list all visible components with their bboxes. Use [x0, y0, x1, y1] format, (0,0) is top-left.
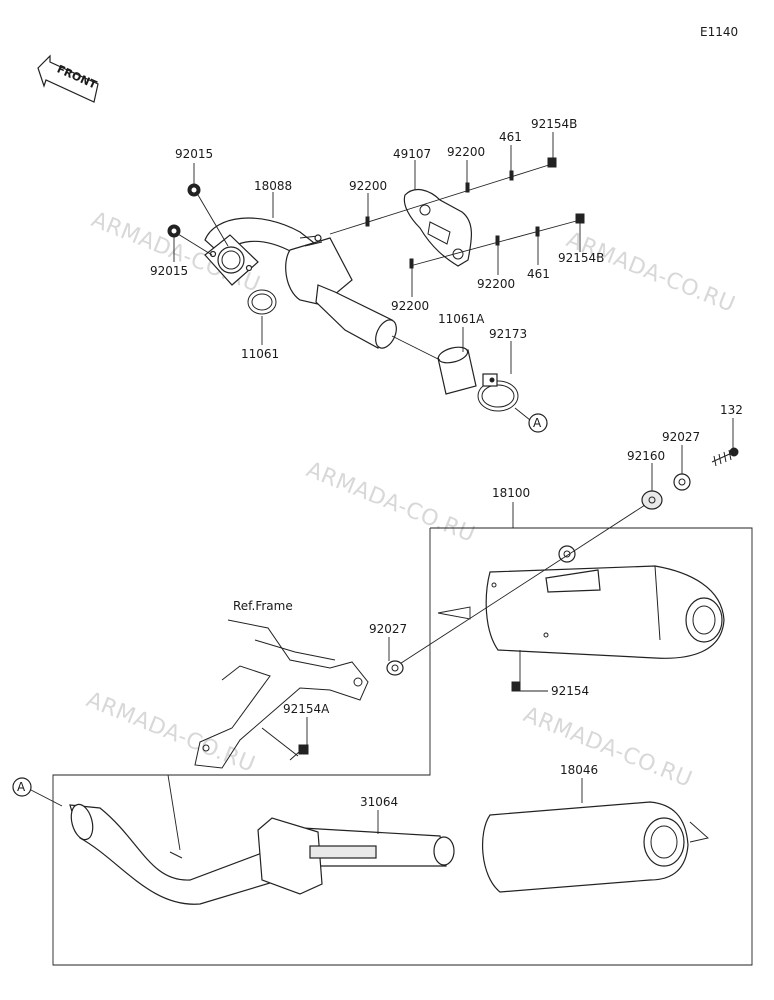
silencer-arrow — [689, 821, 709, 843]
label-461-b: 461 — [527, 267, 550, 281]
header-pipe-18088 — [204, 217, 397, 349]
diagram-code: E1140 — [700, 25, 738, 39]
bolt-132 — [711, 447, 739, 467]
label-461-a: 461 — [499, 130, 522, 144]
label-92015-bottom: 92015 — [150, 264, 188, 278]
watermarks: ARMADA-CO.RU ARMADA-CO.RU ARMADA-CO.RU A… — [83, 207, 739, 792]
label-92027-b: 92027 — [369, 622, 407, 636]
leader-lines — [30, 132, 734, 834]
collar-92200-b — [465, 182, 470, 193]
label-31064: 31064 — [360, 795, 398, 809]
label-18088: 18088 — [254, 179, 292, 193]
label-92015-top: 92015 — [175, 147, 213, 161]
silencer-18046 — [481, 801, 689, 893]
muffler-arrow — [437, 606, 471, 620]
joint-line — [391, 335, 441, 361]
collar-92200-c — [409, 258, 414, 269]
watermark-3: ARMADA-CO.RU — [303, 457, 479, 547]
bolt-92154B-a — [547, 157, 557, 168]
label-92154A: 92154A — [283, 702, 330, 716]
label-92154B-b: 92154B — [558, 251, 604, 265]
gasket-11061 — [247, 289, 277, 315]
svg-text:A: A — [17, 780, 26, 794]
bolt-92154 — [511, 681, 521, 692]
muffler-18100 — [485, 545, 725, 659]
washer-461-b — [535, 226, 540, 237]
heat-guard-49107 — [403, 188, 472, 267]
svg-text:A: A — [533, 416, 542, 430]
collar-92200-a — [365, 216, 370, 227]
washer-461-a — [509, 170, 514, 181]
label-92154B-a: 92154B — [531, 117, 577, 131]
watermark-5: ARMADA-CO.RU — [520, 702, 696, 792]
label-92200-b: 92200 — [447, 145, 485, 159]
bolt-92154A — [289, 744, 309, 761]
header-flange — [204, 234, 259, 286]
bolt-92154B-b — [575, 213, 585, 224]
mount-line — [394, 504, 646, 668]
label-18046: 18046 — [560, 763, 598, 777]
label-132: 132 — [720, 403, 743, 417]
assembly-box — [52, 527, 753, 966]
label-92200-a: 92200 — [349, 179, 387, 193]
nut-92015-bottom — [167, 224, 181, 238]
label-92027-a: 92027 — [662, 430, 700, 444]
washer-92027-b — [386, 660, 404, 676]
label-92173: 92173 — [489, 327, 527, 341]
ref-a-circle-top: A — [528, 413, 548, 433]
pipe-31064 — [69, 803, 455, 905]
frame-to-pipe-line — [167, 774, 181, 851]
front-arrow-icon: FRONT — [37, 54, 99, 103]
watermark-4: ARMADA-CO.RU — [83, 687, 259, 777]
label-92154: 92154 — [551, 684, 589, 698]
washer-92027-a — [673, 473, 691, 491]
label-11061: 11061 — [241, 347, 279, 361]
watermark-2: ARMADA-CO.RU — [563, 227, 739, 317]
label-18100: 18100 — [492, 486, 530, 500]
part-labels: 92015 92015 18088 11061 92200 49107 9220… — [150, 117, 743, 809]
frame-reference — [194, 619, 369, 769]
nut-92015-top — [187, 183, 201, 197]
joint-11061A — [437, 346, 477, 395]
label-92200-d: 92200 — [477, 277, 515, 291]
collar-92200-d — [495, 235, 500, 246]
label-92200-c: 92200 — [391, 299, 429, 313]
label-11061A: 11061A — [438, 312, 485, 326]
label-49107: 49107 — [393, 147, 431, 161]
label-92160: 92160 — [627, 449, 665, 463]
ref-frame-label: Ref.Frame — [233, 599, 293, 613]
clamp-92173 — [477, 373, 519, 412]
grommet-92160 — [641, 490, 663, 510]
ref-a-circle-bottom: A — [12, 777, 32, 797]
shaft-line-lower — [409, 219, 581, 267]
